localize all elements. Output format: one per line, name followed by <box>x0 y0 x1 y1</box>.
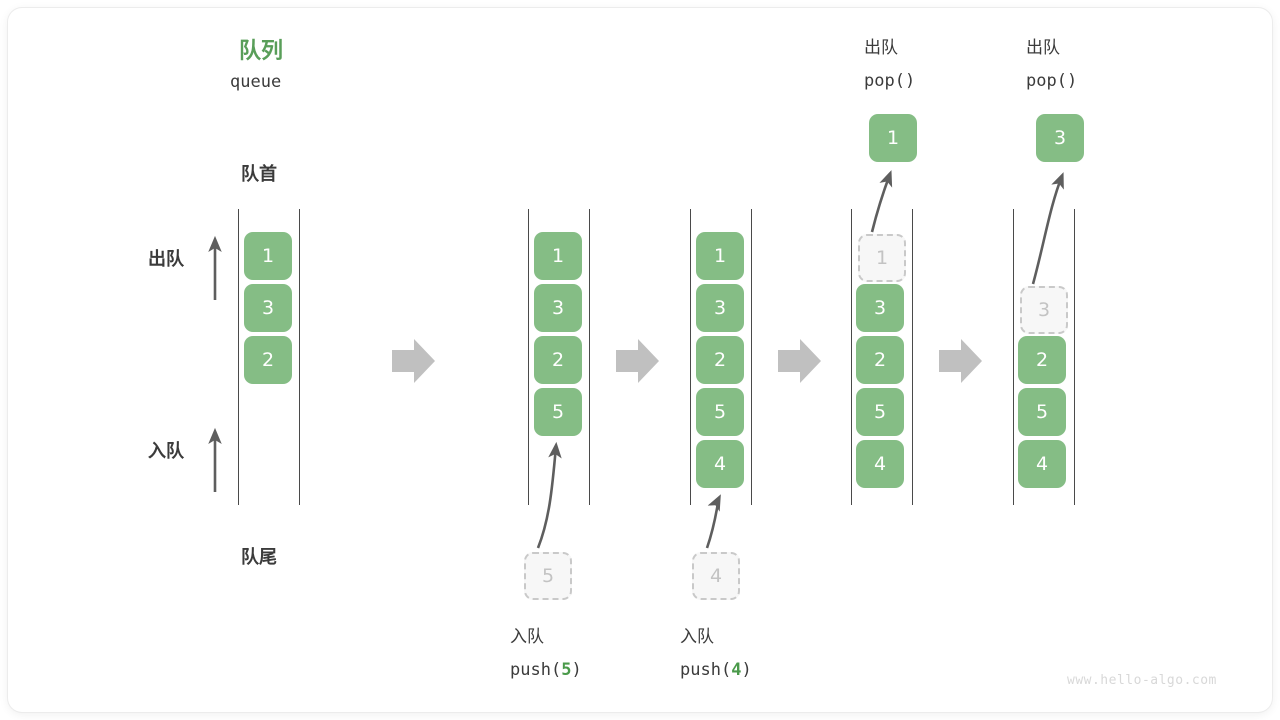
queue-element: 4 <box>856 440 904 488</box>
queue-element: 2 <box>856 336 904 384</box>
rail-right <box>299 209 300 505</box>
operation-label-code: pop() <box>1026 71 1078 91</box>
operation-label-code: push(4) <box>680 660 752 680</box>
queue-element: 1 <box>244 232 292 280</box>
queue-element: 5 <box>1018 388 1066 436</box>
dequeue-label: 出队 <box>148 249 184 270</box>
step-arrow <box>778 339 821 383</box>
outgoing-ghost-element: 1 <box>858 234 906 282</box>
rail-right <box>589 209 590 505</box>
pop-1-arrow <box>870 170 893 233</box>
popped-element: 3 <box>1036 114 1084 162</box>
operation-label-cn: 入队 <box>510 627 544 647</box>
code-value: 4 <box>731 660 742 680</box>
code-value: 5 <box>561 660 572 680</box>
operation-label-cn: 出队 <box>864 38 898 58</box>
queue-element: 5 <box>856 388 904 436</box>
rear-label: 队尾 <box>241 547 277 568</box>
popped-element: 1 <box>869 114 917 162</box>
operation-label-cn: 出队 <box>1026 38 1060 58</box>
queue-element: 2 <box>534 336 582 384</box>
queue-element: 4 <box>696 440 744 488</box>
code-suffix: ) <box>741 660 752 680</box>
queue-element: 2 <box>244 336 292 384</box>
rail-left <box>851 209 852 505</box>
step-arrow <box>392 339 435 383</box>
queue-element: 1 <box>534 232 582 280</box>
queue-element: 2 <box>1018 336 1066 384</box>
queue-element: 3 <box>696 284 744 332</box>
operation-label-cn: 入队 <box>680 627 714 647</box>
outgoing-ghost-element: 3 <box>1020 286 1068 334</box>
queue-element: 5 <box>534 388 582 436</box>
rail-left <box>528 209 529 505</box>
diagram-title-en: queue <box>230 72 282 92</box>
rail-right <box>912 209 913 505</box>
rail-left <box>238 209 239 505</box>
code-prefix: push( <box>510 660 562 680</box>
watermark: www.hello-algo.com <box>1067 673 1217 688</box>
incoming-ghost-element: 5 <box>524 552 572 600</box>
step-arrow <box>939 339 982 383</box>
push-5-arrow <box>536 441 562 549</box>
rail-right <box>751 209 752 505</box>
push-4-arrow <box>705 494 721 549</box>
code-suffix: ) <box>571 660 582 680</box>
rail-left <box>690 209 691 505</box>
queue-element: 1 <box>696 232 744 280</box>
queue-element: 3 <box>856 284 904 332</box>
queue-element: 4 <box>1018 440 1066 488</box>
queue-element: 3 <box>244 284 292 332</box>
queue-element: 5 <box>696 388 744 436</box>
operation-label-code: pop() <box>864 71 916 91</box>
enqueue-label: 入队 <box>148 441 184 462</box>
pop-3-arrow <box>1031 172 1064 285</box>
rail-right <box>1074 209 1075 505</box>
code-prefix: push( <box>680 660 732 680</box>
step-arrow <box>616 339 659 383</box>
operation-label-code: push(5) <box>510 660 582 680</box>
incoming-ghost-element: 4 <box>692 552 740 600</box>
front-label: 队首 <box>241 164 277 185</box>
diagram-title-cn: 队列 <box>239 39 284 64</box>
queue-element: 3 <box>534 284 582 332</box>
rail-left <box>1013 209 1014 505</box>
queue-element: 2 <box>696 336 744 384</box>
